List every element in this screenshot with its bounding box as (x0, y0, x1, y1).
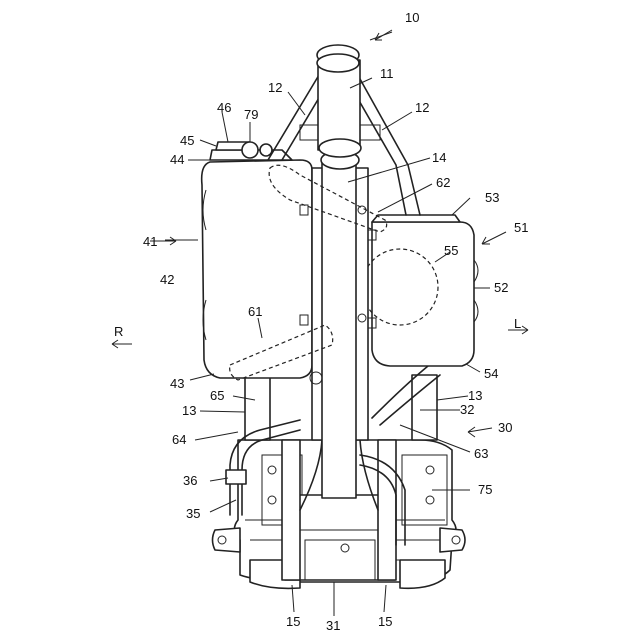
label-75: 75 (478, 482, 492, 497)
label-52: 52 (494, 280, 508, 295)
label-44: 44 (170, 152, 184, 167)
label-63: 63 (474, 446, 488, 461)
label-41: 41 (143, 234, 157, 249)
label-45: 45 (180, 133, 194, 148)
label-10: 10 (405, 10, 419, 25)
label-43: 43 (170, 376, 184, 391)
air-cleaner-box-51 (362, 215, 478, 366)
label-62: 62 (436, 175, 450, 190)
label-61: 61 (248, 304, 262, 319)
label-32: 32 (460, 402, 474, 417)
label-14: 14 (432, 150, 446, 165)
label-15-right: 15 (378, 614, 392, 629)
label-55: 55 (444, 243, 458, 258)
label-31: 31 (326, 618, 340, 633)
label-79: 79 (244, 107, 258, 122)
label-12-right: 12 (415, 100, 429, 115)
label-53: 53 (485, 190, 499, 205)
label-36: 36 (183, 473, 197, 488)
label-46: 46 (217, 100, 231, 115)
label-13-left: 13 (182, 403, 196, 418)
label-11: 11 (380, 66, 394, 81)
label-51: 51 (514, 220, 528, 235)
air-cleaner-box-41 (202, 142, 312, 378)
label-35: 35 (186, 506, 200, 521)
label-54: 54 (484, 366, 498, 381)
direction-right-label: R (114, 324, 123, 339)
label-30: 30 (498, 420, 512, 435)
label-65: 65 (210, 388, 224, 403)
label-15-left: 15 (286, 614, 300, 629)
label-12-left: 12 (268, 80, 282, 95)
label-64: 64 (172, 432, 186, 447)
main-frame-tube (310, 45, 368, 498)
label-13-right: 13 (468, 388, 482, 403)
label-42: 42 (160, 272, 174, 287)
direction-left-label: L (514, 316, 521, 331)
